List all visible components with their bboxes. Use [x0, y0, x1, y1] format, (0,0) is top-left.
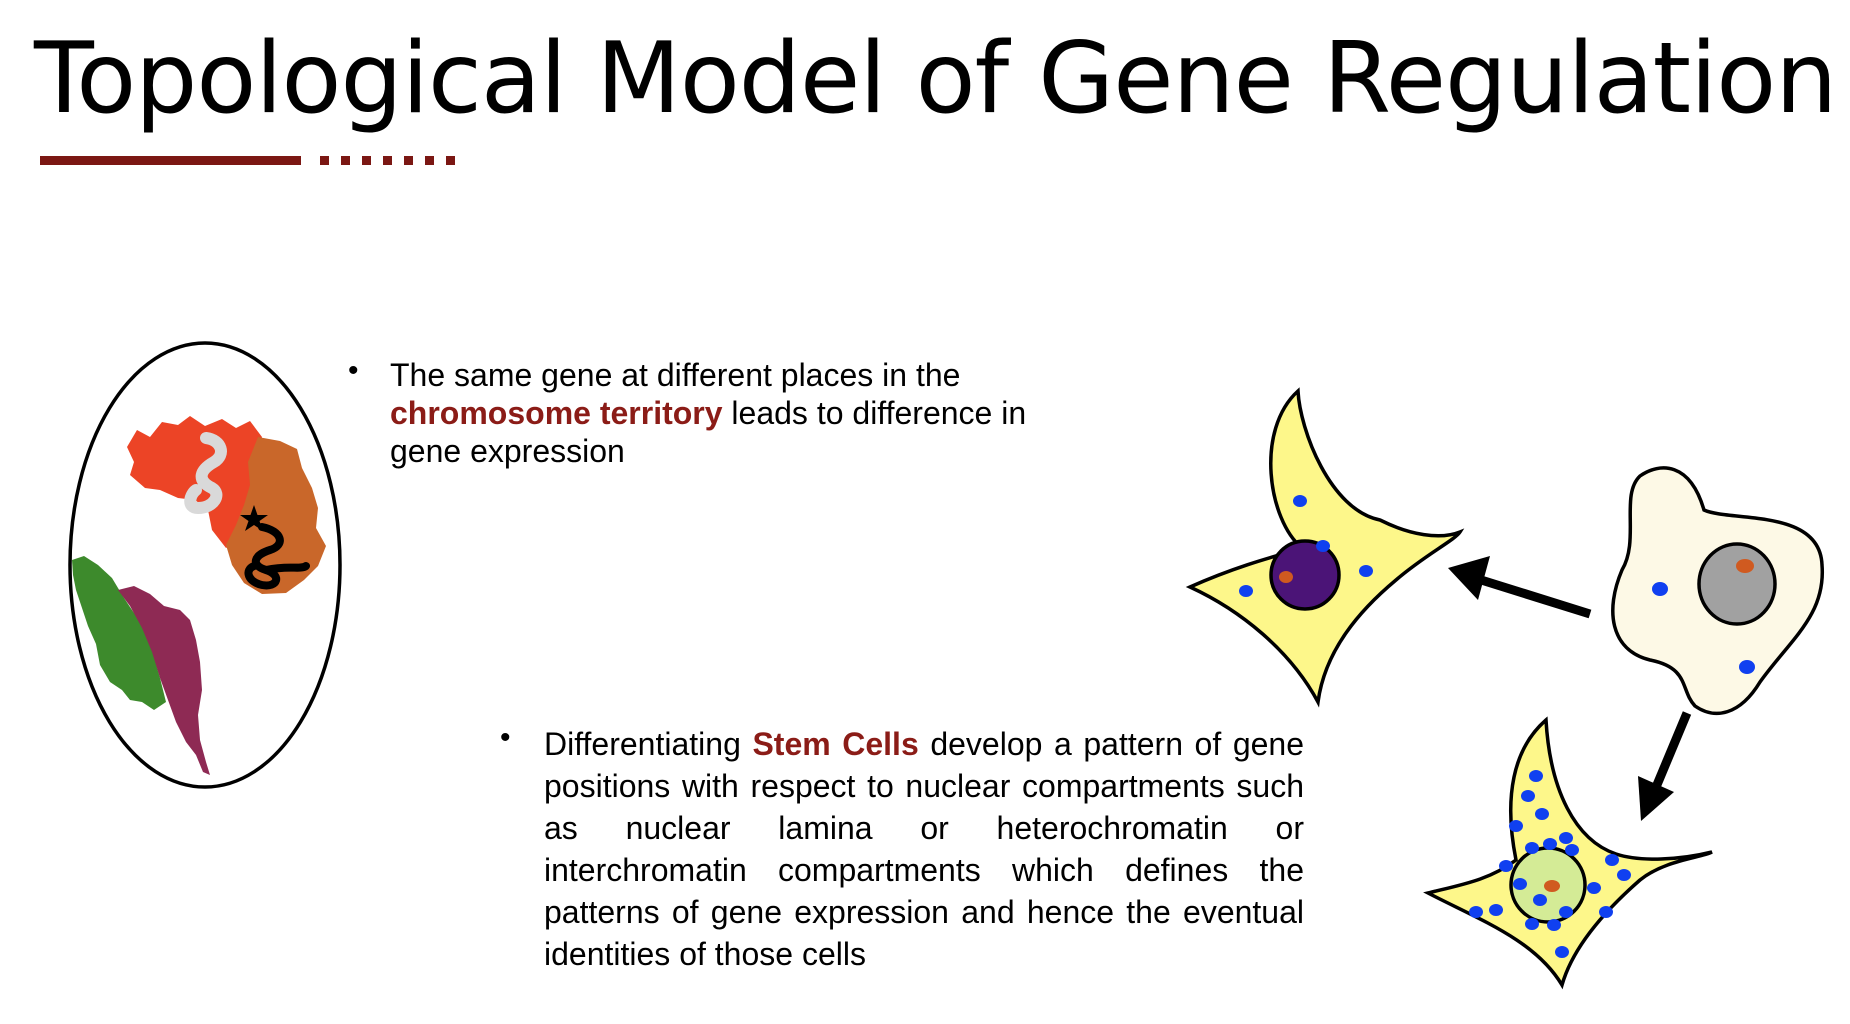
blue-dot	[1469, 906, 1483, 918]
bullet-text: Differentiating Stem Cells develop a pat…	[544, 723, 1304, 975]
underline-dot	[425, 156, 434, 165]
bullet-dot: •	[500, 721, 511, 754]
chromatin-loop-active	[244, 523, 310, 590]
differentiated-cell-top	[1185, 387, 1465, 708]
bullet-text-end: leads to difference in gene expression	[390, 395, 1027, 469]
blue-dot	[1543, 838, 1557, 850]
underline-dot	[404, 156, 413, 165]
slide-title: Topological Model of Gene Regulation	[34, 22, 1837, 136]
underline-dot	[320, 156, 329, 165]
blue-dot	[1529, 770, 1543, 782]
differentiation-arrow-left	[1448, 556, 1592, 619]
underline-dot	[341, 156, 350, 165]
arrowhead-left-icon	[1448, 556, 1490, 600]
orange-dot	[1279, 571, 1293, 583]
blue-dot	[1587, 882, 1601, 894]
orange-dot	[1736, 559, 1754, 573]
arrow-line	[1649, 711, 1692, 794]
title-underline-dots	[320, 156, 455, 165]
blue-dot	[1359, 565, 1373, 577]
nucleus-diagram	[68, 341, 342, 789]
chromatin-loop-inactive	[184, 432, 227, 515]
underline-dot	[383, 156, 392, 165]
blue-dot	[1521, 790, 1535, 802]
bullet-text-end: develop a pattern of gene positions with…	[544, 726, 1305, 972]
underline-dot	[362, 156, 371, 165]
blue-dot	[1509, 820, 1523, 832]
chromosome-territory-maroon	[118, 586, 210, 775]
blue-dot	[1547, 919, 1561, 931]
blue-dot	[1739, 660, 1755, 674]
blue-dot	[1316, 540, 1330, 552]
blue-dot	[1555, 946, 1569, 958]
highlight-chromosome-territory: chromosome territory	[390, 395, 723, 431]
bullet-text-start: Differentiating	[544, 726, 753, 762]
blue-dot	[1293, 495, 1307, 507]
underline-dot	[446, 156, 455, 165]
blue-dot	[1617, 869, 1631, 881]
bullet-text-start: The same gene at different places in the	[390, 357, 961, 393]
blue-dot	[1605, 854, 1619, 866]
stem-cell-nucleus	[1697, 542, 1777, 626]
stem-cell	[1611, 466, 1824, 715]
blue-dot	[1499, 860, 1513, 872]
blue-dot	[1525, 918, 1539, 930]
arrow-line	[1476, 574, 1592, 619]
bullet-dot: •	[348, 354, 359, 387]
blue-dot	[1535, 808, 1549, 820]
highlight-stem-cells: Stem Cells	[752, 726, 919, 762]
blue-dot	[1533, 894, 1547, 906]
chromosome-territory-green	[72, 556, 166, 710]
blue-dot	[1525, 842, 1539, 854]
blue-dot	[1652, 582, 1668, 596]
chromosome-territory-orange	[226, 437, 326, 594]
arrowhead-down-icon	[1638, 776, 1674, 821]
blue-dot	[1559, 906, 1573, 918]
blue-dot	[1513, 878, 1527, 890]
title-underline-bar	[40, 156, 301, 165]
differentiated-cell-bottom	[1423, 716, 1713, 990]
bullet-text: The same gene at different places in the…	[390, 356, 1100, 470]
blue-dot	[1489, 904, 1503, 916]
orange-dot	[1544, 880, 1560, 892]
gene-locus-star-icon	[240, 505, 268, 531]
blue-dot	[1239, 585, 1253, 597]
chromosome-territory-red	[127, 416, 262, 548]
blue-dot	[1565, 844, 1579, 856]
blue-dot	[1599, 906, 1613, 918]
blue-dot	[1559, 832, 1573, 844]
differentiated-cell-nucleus	[1269, 539, 1341, 611]
differentiation-arrow-down	[1638, 711, 1692, 821]
